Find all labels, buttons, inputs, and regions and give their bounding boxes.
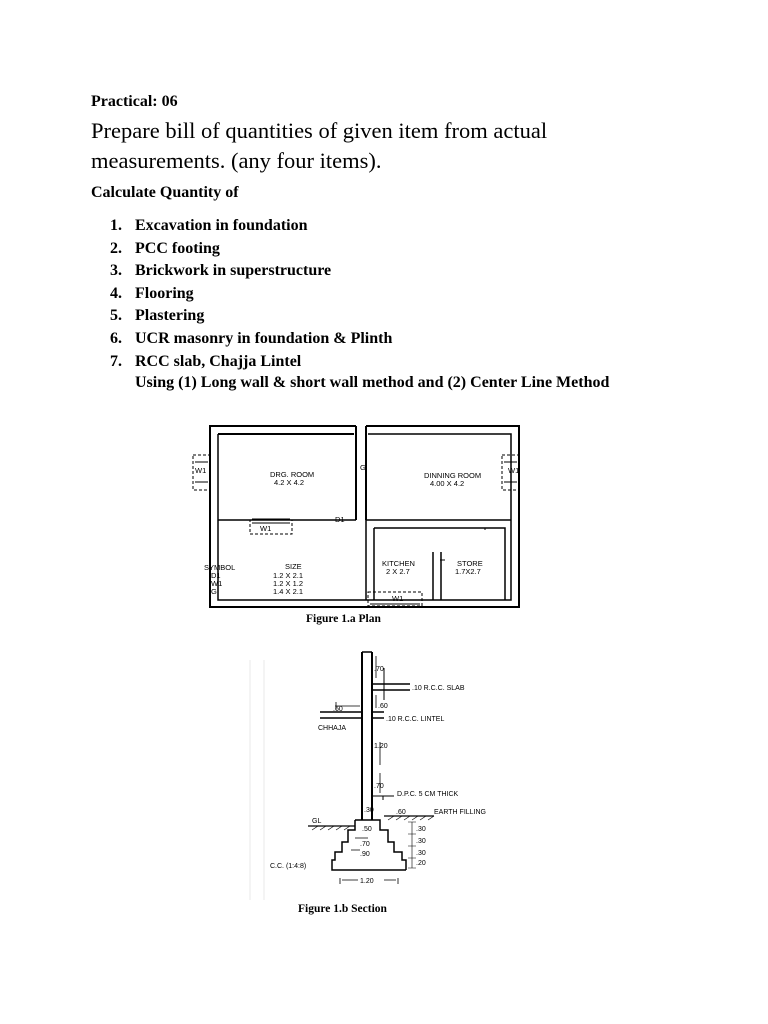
kitchen-size: 2 X 2.7: [386, 567, 410, 576]
dim-070-mid: .70: [374, 783, 384, 790]
list-item: 2.PCC footing: [110, 239, 220, 257]
dim-030-a: .30: [416, 826, 426, 833]
kitchen-label: KITCHEN: [382, 559, 415, 568]
page-title: Prepare bill of quantities of given item…: [91, 118, 548, 173]
gl-label: GL: [312, 818, 321, 825]
list-item: 6.UCR masonry in foundation & Plinth: [110, 329, 393, 347]
dim-050: .50: [362, 826, 372, 833]
dinning-room-label: DINNING ROOM: [424, 471, 481, 480]
quantity-item-list: 1.Excavation in foundation 2.PCC footing…: [110, 216, 392, 374]
calculate-heading: Calculate Quantity of: [91, 184, 239, 201]
dim-060-chhaja: .60: [333, 706, 343, 713]
drg-room-size: 4.2 X 4.2: [274, 478, 304, 487]
list-item: 1.Excavation in foundation: [110, 217, 308, 234]
w1-bottom-label: W1: [260, 524, 271, 533]
dim-090: .90: [360, 851, 370, 858]
dim-030: .30: [364, 807, 374, 814]
w1-right-label: W1: [508, 466, 519, 475]
rcc-lintel-label: .10 R.C.C. LINTEL: [386, 716, 444, 723]
dim-070-step: .70: [360, 841, 370, 848]
section-caption: Figure 1.b Section: [298, 903, 388, 915]
symbol-header: SYMBOL: [204, 563, 235, 572]
dinning-room-size: 4.00 X 4.2: [430, 479, 464, 488]
dim-030-c: .30: [416, 850, 426, 857]
plan-caption: Figure 1.a Plan: [306, 613, 381, 625]
store-size: 1.7X2.7: [455, 567, 481, 576]
method-note: Using (1) Long wall & short wall method …: [135, 374, 610, 391]
dim-020: .20: [416, 860, 426, 867]
w1-kitchen-label: W1: [392, 594, 403, 603]
dim-120: 1.20: [374, 743, 388, 750]
drg-room-label: DRG. ROOM: [270, 470, 314, 479]
rcc-slab-label: .10 R.C.C. SLAB: [412, 685, 465, 692]
size-header: SIZE: [285, 562, 302, 571]
symbol-w1: W1: [211, 579, 222, 588]
size-w1: 1.2 X 1.2: [273, 579, 303, 588]
list-item: 4.Flooring: [110, 284, 194, 302]
list-item: 7.RCC slab, Chajja Lintel: [110, 352, 302, 370]
dim-070-top: .70: [374, 666, 384, 673]
d1-label: D1: [335, 515, 345, 524]
practical-heading: Practical: 06: [91, 93, 178, 110]
w1-left-label: W1: [195, 466, 206, 475]
store-label: STORE: [457, 559, 483, 568]
chhaja-label: CHHAJA: [318, 725, 346, 732]
earth-filling-label: EARTH FILLING: [434, 809, 486, 816]
dim-030-b: .30: [416, 838, 426, 845]
g-label: G: [360, 463, 366, 472]
dpc-label: D.P.C. 5 CM THICK: [397, 791, 459, 798]
dim-120-bottom: 1.20: [360, 878, 374, 885]
list-item: 5.Plastering: [110, 307, 205, 325]
symbol-d1: D1: [211, 571, 221, 580]
symbol-g: G: [211, 587, 217, 596]
size-g: 1.4 X 2.1: [273, 587, 303, 596]
dim-060-b: .60: [396, 809, 406, 816]
dim-060-lintel: .60: [378, 703, 388, 710]
cc-label: C.C. (1:4:8): [270, 863, 306, 870]
list-item: 3.Brickwork in superstructure: [110, 262, 332, 280]
size-d1: 1.2 X 2.1: [273, 571, 303, 580]
